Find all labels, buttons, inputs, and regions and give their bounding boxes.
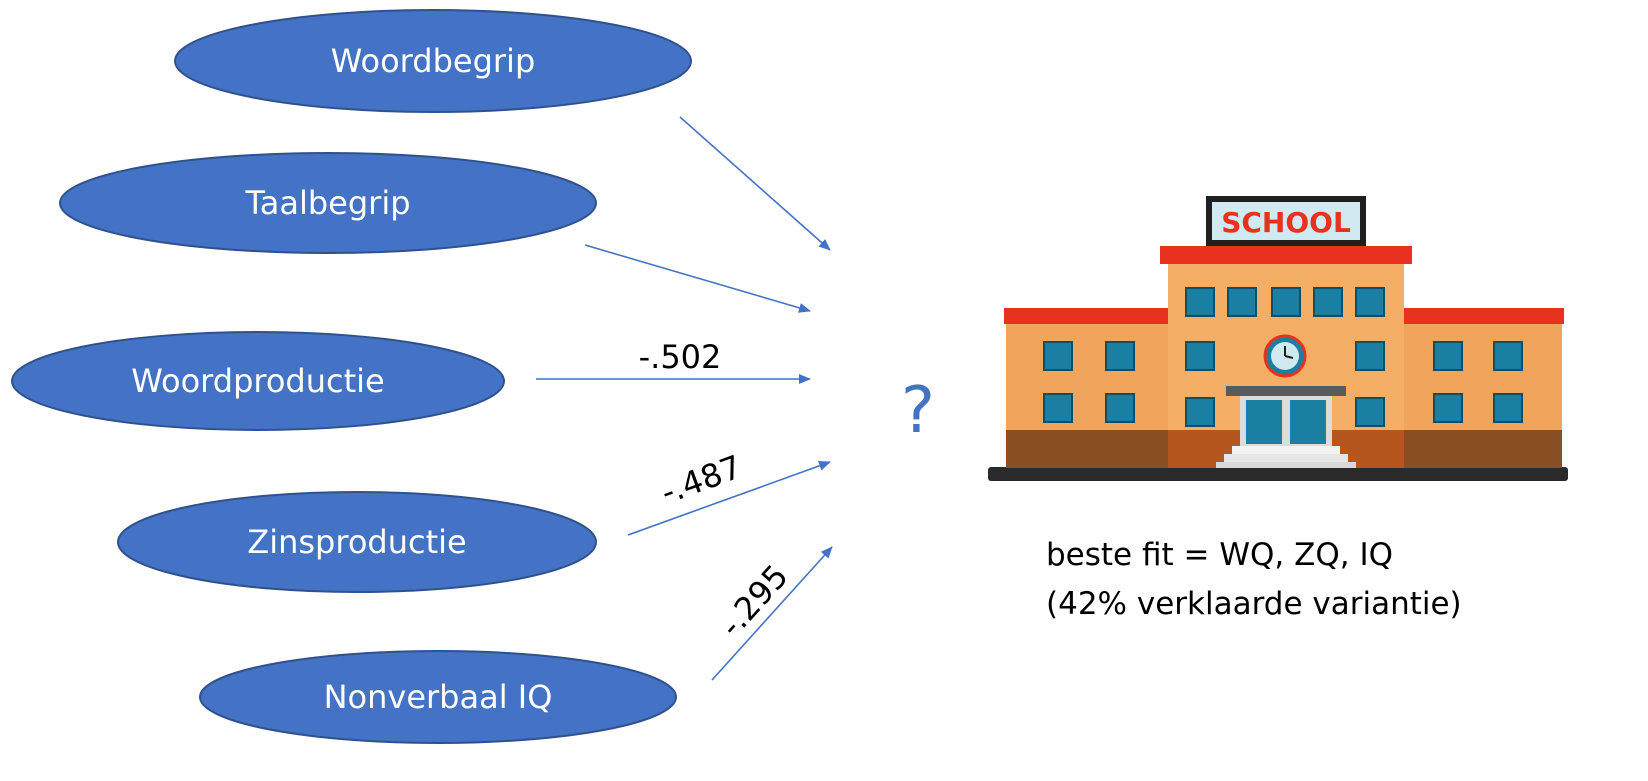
outcome-question-mark: ? bbox=[901, 374, 935, 448]
result-best-fit: beste fit = WQ, ZQ, IQ bbox=[1046, 537, 1393, 573]
arrow-taalbegrip bbox=[584, 244, 811, 313]
node-zinsproductie: Zinsproductie bbox=[117, 491, 597, 593]
arrow-zinsproductie bbox=[627, 461, 831, 536]
result-explained-variance: (42% verklaarde variantie) bbox=[1046, 586, 1462, 622]
node-woordproductie-ellipse bbox=[11, 331, 505, 431]
coefficient-zinsproductie: -.487 bbox=[656, 448, 747, 512]
node-nonverbaal-iq-label: Nonverbaal IQ bbox=[324, 678, 553, 716]
node-nonverbaal-iq: Nonverbaal IQ bbox=[199, 650, 677, 744]
node-woordbegrip-label: Woordbegrip bbox=[331, 42, 536, 80]
node-woordproductie-label: Woordproductie bbox=[131, 362, 384, 400]
node-zinsproductie-ellipse bbox=[117, 491, 597, 593]
node-woordproductie: Woordproductie bbox=[11, 331, 505, 431]
node-taalbegrip-ellipse bbox=[59, 152, 597, 254]
node-woordbegrip-ellipse bbox=[174, 9, 692, 113]
school-sign-text: SCHOOL bbox=[1221, 206, 1351, 239]
school-icon: SCHOOL bbox=[988, 196, 1568, 481]
arrow-nonverbaal-iq bbox=[711, 546, 833, 681]
node-nonverbaal-iq-ellipse bbox=[199, 650, 677, 744]
coefficient-woordproductie: -.502 bbox=[639, 338, 722, 376]
node-taalbegrip: Taalbegrip bbox=[59, 152, 597, 254]
arrow-woordbegrip bbox=[679, 116, 831, 251]
node-zinsproductie-label: Zinsproductie bbox=[247, 523, 466, 561]
node-woordbegrip: Woordbegrip bbox=[174, 9, 692, 113]
node-taalbegrip-label: Taalbegrip bbox=[244, 184, 410, 222]
